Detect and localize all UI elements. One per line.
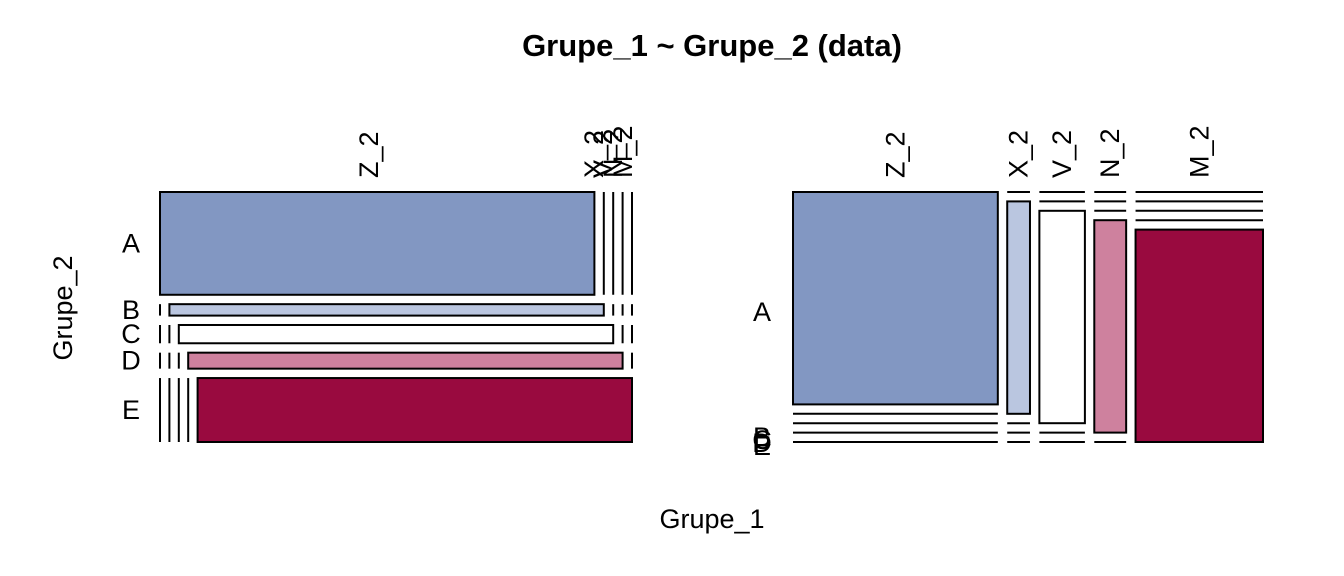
col-tick-label-left-M_2: M_2	[608, 125, 638, 178]
mosaic-cell-E-M_2	[196, 377, 633, 443]
col-tick-label-right-Z_2: Z_2	[880, 131, 910, 178]
row-tick-label-right-E: E	[753, 431, 771, 461]
mosaic-cell-D-N_2	[187, 351, 624, 370]
row-tick-label-right-A: A	[753, 297, 771, 327]
mosaic-cell-E-M_2	[1134, 228, 1264, 443]
chart-title: Grupe_1 ~ Grupe_2 (data)	[522, 28, 902, 63]
mosaic-cell-C-V_2	[1038, 209, 1086, 425]
mosaic-cell-B-X_2	[168, 303, 605, 317]
col-tick-label-right-V_2: V_2	[1047, 130, 1077, 178]
col-tick-label-right-N_2: N_2	[1095, 128, 1125, 178]
row-tick-label-left-A: A	[122, 228, 140, 258]
y-axis-label: Grupe_2	[48, 255, 78, 360]
col-tick-label-left-V_2: V_2	[588, 130, 618, 178]
row-tick-label-left-E: E	[122, 395, 140, 425]
col-tick-label-left-X_2: X_2	[579, 130, 609, 178]
row-tick-label-right-D: D	[752, 428, 772, 458]
row-tick-label-left-C: C	[121, 319, 141, 349]
col-tick-label-right-X_2: X_2	[1004, 130, 1034, 178]
col-tick-label-left-Z_2: Z_2	[354, 131, 384, 178]
mosaic-cell-D-N_2	[1093, 219, 1128, 434]
row-tick-label-left-D: D	[121, 346, 141, 376]
row-tick-label-left-B: B	[122, 295, 140, 325]
mosaic-cell-A-Z_2	[792, 191, 999, 406]
x-axis-label: Grupe_1	[659, 504, 764, 534]
row-tick-label-right-B: B	[753, 422, 771, 452]
col-tick-label-left-N_2: N_2	[598, 128, 628, 178]
mosaic-cell-A-Z_2	[159, 191, 596, 296]
col-tick-label-right-M_2: M_2	[1184, 125, 1214, 178]
mosaic-cell-B-X_2	[1006, 200, 1031, 415]
row-tick-label-right-C: C	[752, 425, 772, 455]
mosaic-cell-C-V_2	[177, 323, 615, 345]
